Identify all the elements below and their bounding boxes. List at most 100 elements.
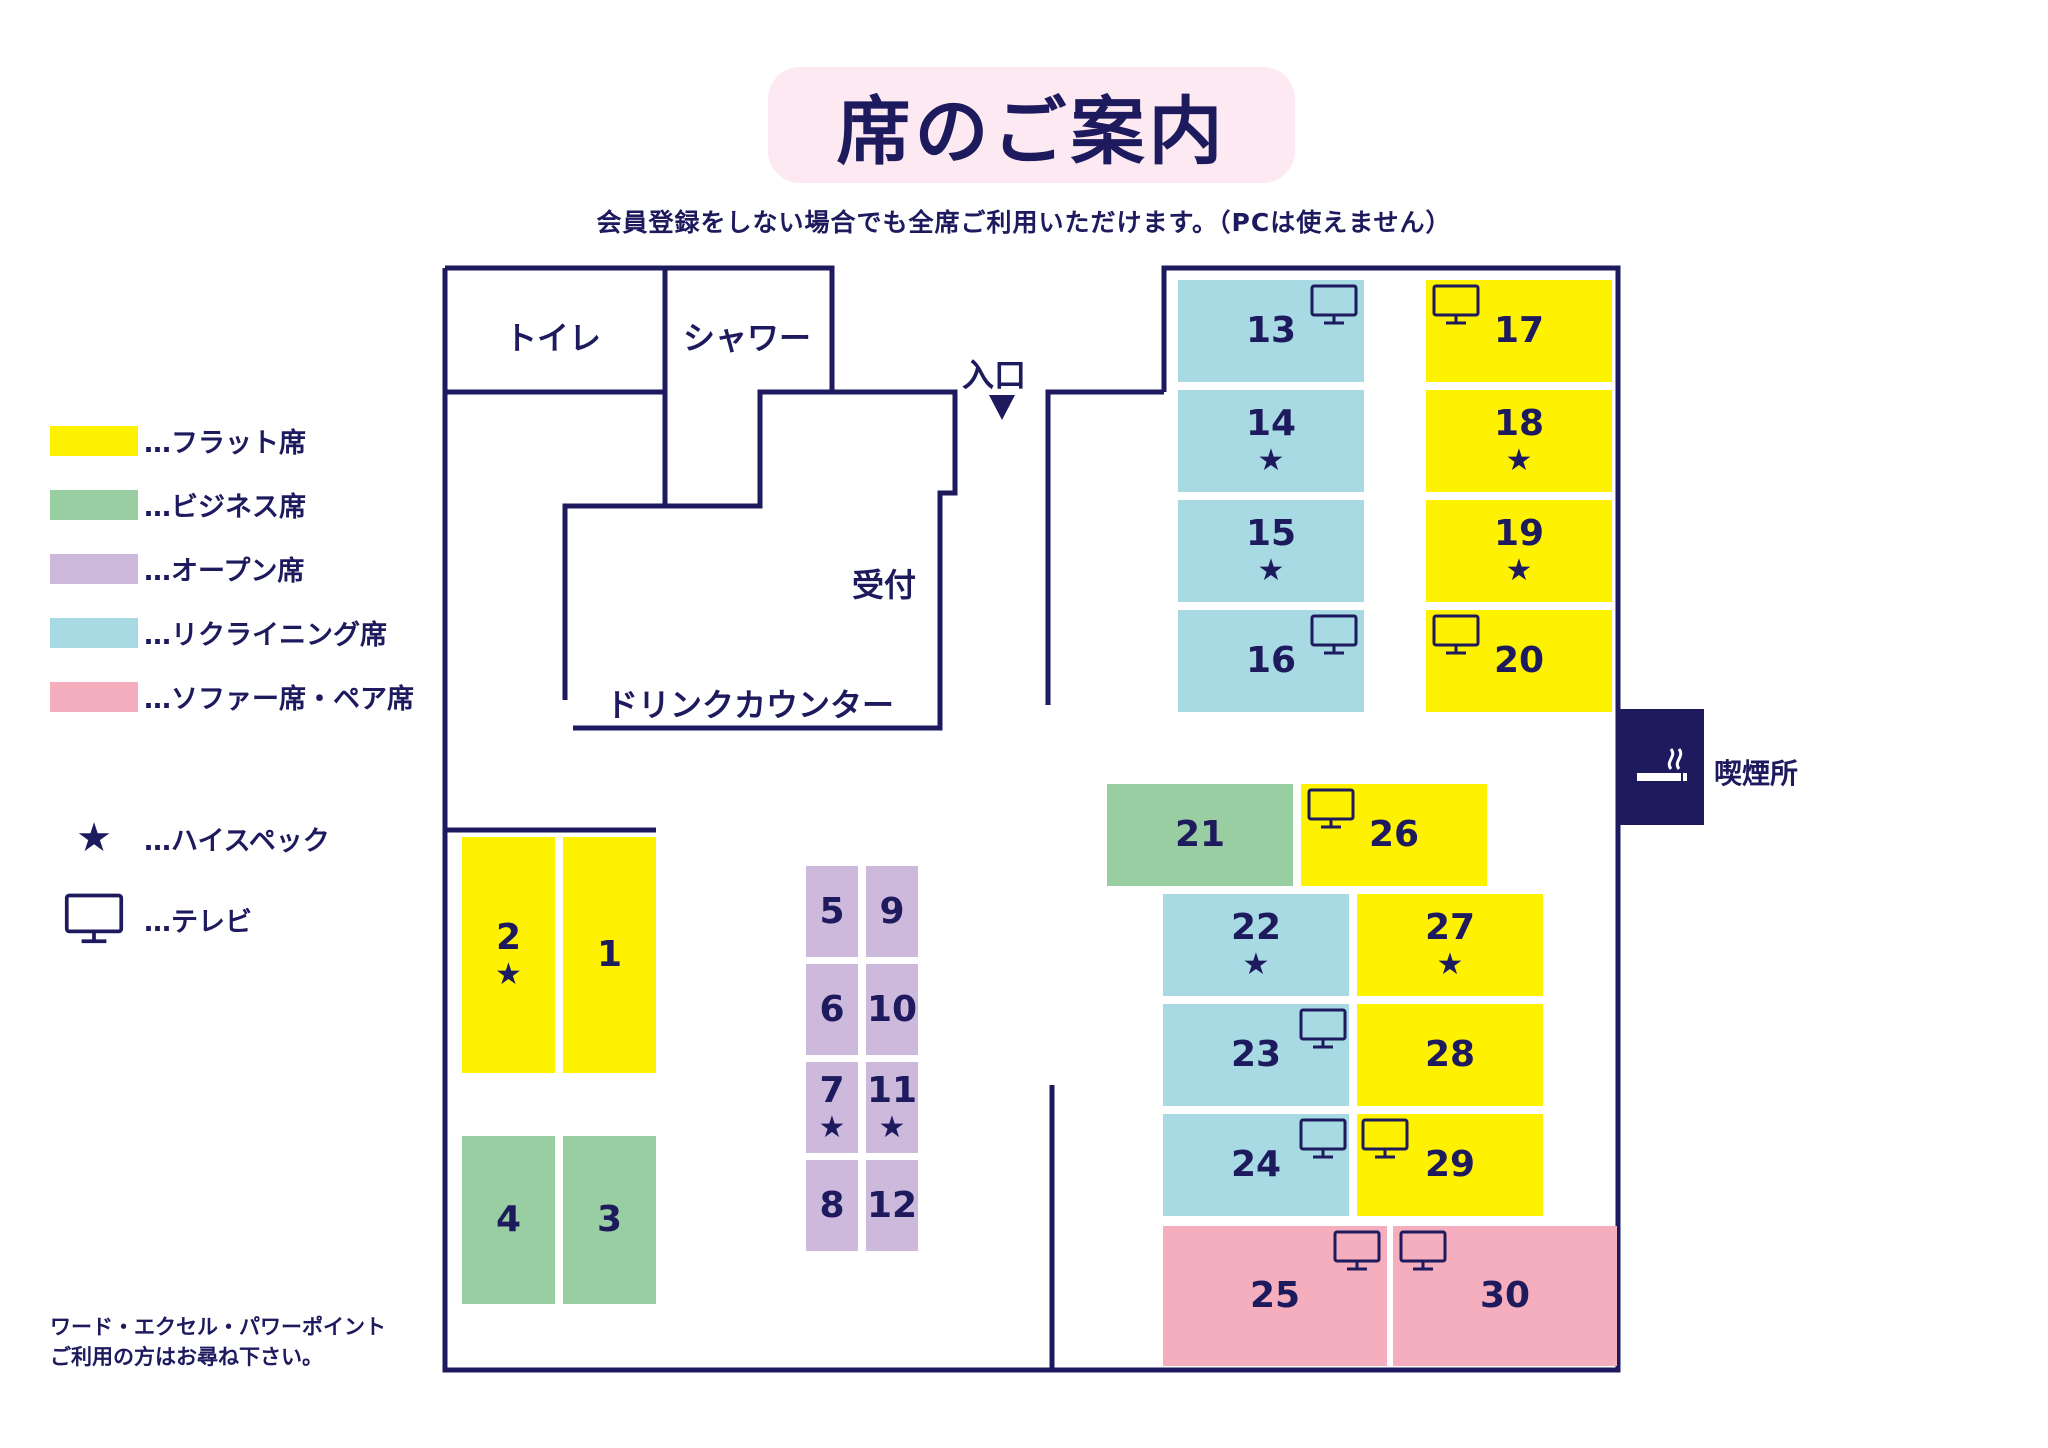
seat-7[interactable]: 7 ★ xyxy=(806,1062,858,1153)
tv-icon xyxy=(1361,1118,1409,1160)
seat-11[interactable]: 11 ★ xyxy=(866,1062,918,1153)
tv-icon xyxy=(1310,614,1358,656)
seat-number: 28 xyxy=(1424,1034,1476,1075)
legend-label: …リクライニング席 xyxy=(144,620,387,651)
seat-number: 8 xyxy=(819,1184,845,1226)
legend-label: …フラット席 xyxy=(144,428,306,459)
seat-30[interactable]: 30 xyxy=(1393,1226,1617,1366)
seat-6[interactable]: 6 xyxy=(806,964,858,1055)
seat-25[interactable]: 25 xyxy=(1163,1226,1387,1366)
tv-icon xyxy=(1299,1118,1347,1160)
seat-1[interactable]: 1 xyxy=(563,837,656,1073)
top-wall-left xyxy=(445,265,835,392)
seat-number: 10 xyxy=(866,988,918,1030)
seat-12[interactable]: 12 xyxy=(866,1160,918,1251)
seat-number: 20 xyxy=(1493,640,1545,681)
seat-number: 24 xyxy=(1230,1144,1282,1185)
note-line-2: ご利用の方はお尋ね下さい。 xyxy=(50,1345,323,1370)
seat-14[interactable]: 14 ★ xyxy=(1178,390,1364,492)
shower-label: シャワー xyxy=(683,319,812,357)
smoking-label: 喫煙所 xyxy=(1714,757,1799,790)
legend-business: …ビジネス席 xyxy=(50,485,306,524)
legend-label: …テレビ xyxy=(144,906,252,938)
seat-number: 11 xyxy=(866,1069,918,1111)
seat-9[interactable]: 9 xyxy=(866,866,918,957)
seat-3[interactable]: 3 xyxy=(563,1136,656,1304)
seat-26[interactable]: 26 xyxy=(1301,784,1487,886)
legend-swatch-business xyxy=(50,489,138,520)
seat-15[interactable]: 15 ★ xyxy=(1178,500,1364,602)
seat-2[interactable]: 2 ★ xyxy=(462,837,555,1073)
seat-number: 17 xyxy=(1493,310,1545,351)
high-spec-star-icon: ★ xyxy=(1257,443,1285,478)
high-spec-star-icon: ★ xyxy=(1257,553,1285,588)
reception-label: 受付 xyxy=(852,566,917,604)
legend-label: …オープン席 xyxy=(144,556,305,587)
page-title: 席のご案内 xyxy=(836,88,1227,175)
high-spec-star-icon: ★ xyxy=(1505,443,1533,478)
high-spec-star-icon: ★ xyxy=(1436,947,1464,982)
high-spec-star-icon: ★ xyxy=(495,957,522,992)
seat-27[interactable]: 27 ★ xyxy=(1357,894,1543,996)
tv-icon xyxy=(1432,614,1480,656)
tv-icon xyxy=(1399,1230,1447,1272)
toilet-label: トイレ xyxy=(505,319,602,357)
smoking-area[interactable] xyxy=(1618,709,1704,825)
title-banner: 席のご案内 xyxy=(768,67,1295,183)
legend-tv: …テレビ xyxy=(50,893,252,945)
entrance-right-wall xyxy=(1045,389,1164,705)
legend-high-spec: ★ …ハイスペック xyxy=(50,815,330,861)
seat-number: 4 xyxy=(495,1199,522,1240)
seat-17[interactable]: 17 xyxy=(1426,280,1612,382)
high-spec-star-icon: ★ xyxy=(1505,553,1533,588)
high-spec-star-icon: ★ xyxy=(878,1109,906,1145)
seat-13[interactable]: 13 xyxy=(1178,280,1364,382)
legend-tv-icon xyxy=(50,893,138,945)
legend-swatch-reclining xyxy=(50,617,138,648)
legend-flat: …フラット席 xyxy=(50,421,306,460)
seat-28[interactable]: 28 xyxy=(1357,1004,1543,1106)
legend-swatch-sofa xyxy=(50,681,138,712)
entrance-arrow-icon xyxy=(989,395,1015,420)
office-software-note: ワード・エクセル・パワーポイント ご利用の方はお尋ね下さい。 xyxy=(50,1312,386,1373)
seat-8[interactable]: 8 xyxy=(806,1160,858,1251)
seat-18[interactable]: 18 ★ xyxy=(1426,390,1612,492)
seat-number: 18 xyxy=(1493,403,1545,444)
reception-wall xyxy=(573,389,958,731)
tv-icon xyxy=(1307,788,1355,830)
seat-5[interactable]: 5 xyxy=(806,866,858,957)
seat-23[interactable]: 23 xyxy=(1163,1004,1349,1106)
seat-number: 21 xyxy=(1174,814,1226,855)
seat-number: 16 xyxy=(1245,640,1297,681)
seat-number: 13 xyxy=(1245,310,1297,351)
legend-swatch-open xyxy=(50,553,138,584)
seat-number: 27 xyxy=(1424,907,1476,948)
seat-number: 22 xyxy=(1230,907,1282,948)
seat-number: 26 xyxy=(1368,814,1420,855)
seat-24[interactable]: 24 xyxy=(1163,1114,1349,1216)
seat-number: 3 xyxy=(596,1199,623,1240)
tv-icon xyxy=(1310,284,1358,326)
seat-22[interactable]: 22 ★ xyxy=(1163,894,1349,996)
legend-swatch-flat xyxy=(50,425,138,456)
seat-21[interactable]: 21 xyxy=(1107,784,1293,886)
seat-10[interactable]: 10 xyxy=(866,964,918,1055)
seat-16[interactable]: 16 xyxy=(1178,610,1364,712)
high-spec-star-icon: ★ xyxy=(818,1109,846,1145)
entrance-label: 入口 xyxy=(962,356,1027,394)
seat-number: 30 xyxy=(1479,1275,1531,1316)
seat-number: 6 xyxy=(819,988,845,1030)
drink-counter-label: ドリンクカウンター xyxy=(606,686,895,724)
seat-number: 23 xyxy=(1230,1034,1282,1075)
seat-20[interactable]: 20 xyxy=(1426,610,1612,712)
legend-label: …ビジネス席 xyxy=(144,492,306,523)
seat-number: 29 xyxy=(1424,1144,1476,1185)
seat-29[interactable]: 29 xyxy=(1357,1114,1543,1216)
seat-19[interactable]: 19 ★ xyxy=(1426,500,1612,602)
legend-reclining: …リクライニング席 xyxy=(50,613,387,652)
drink-counter-wall xyxy=(562,503,665,700)
seat-4[interactable]: 4 xyxy=(462,1136,555,1304)
legend-open: …オープン席 xyxy=(50,549,304,588)
high-spec-star-icon: ★ xyxy=(1242,947,1270,982)
